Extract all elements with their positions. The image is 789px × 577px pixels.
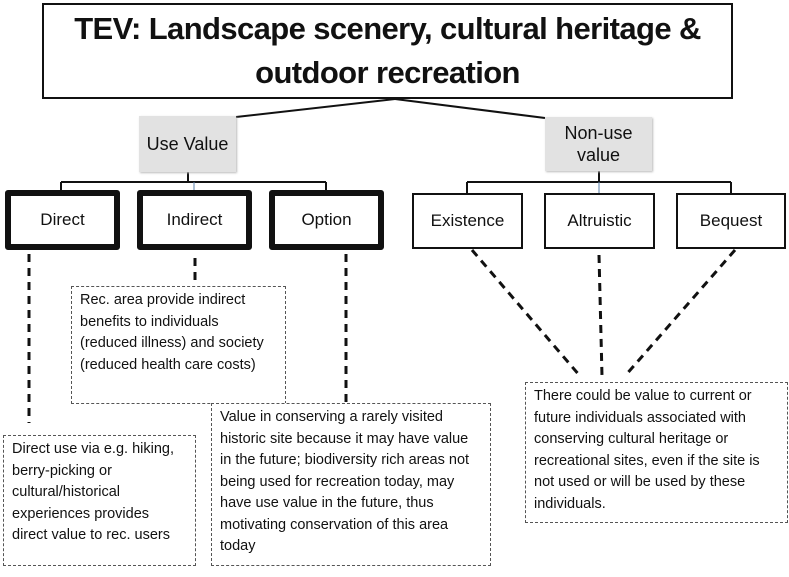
option-label: Option: [301, 210, 352, 229]
option-note-text: Value in conserving a rarely visited his…: [220, 409, 470, 554]
use-value-label: Use Value: [146, 134, 229, 154]
existence-box: Existence: [412, 193, 523, 249]
altruistic-label: Altruistic: [567, 211, 632, 230]
non-use-value-label: Non-use value: [564, 123, 633, 165]
diagram-title: TEV: Landscape scenery, cultural heritag…: [74, 11, 701, 90]
indirect-note: Rec. area provide indirect benefits to i…: [71, 286, 286, 404]
indirect-label: Indirect: [166, 210, 223, 229]
use-value-box: Use Value: [139, 116, 236, 172]
title-box: TEV: Landscape scenery, cultural heritag…: [42, 3, 733, 99]
bequest-label: Bequest: [699, 211, 763, 230]
option-box: Option: [269, 190, 384, 250]
direct-note-text: Direct use via e.g. hiking, berry-pickin…: [12, 441, 174, 543]
direct-note: Direct use via e.g. hiking, berry-pickin…: [3, 435, 196, 566]
indirect-box: Indirect: [137, 190, 252, 250]
direct-label: Direct: [40, 210, 85, 229]
non-use-value-box: Non-use value: [545, 117, 652, 171]
existence-label: Existence: [430, 211, 505, 230]
direct-box: Direct: [5, 190, 120, 250]
bequest-box: Bequest: [676, 193, 786, 249]
altruistic-box: Altruistic: [544, 193, 655, 249]
option-note: Value in conserving a rarely visited his…: [211, 403, 491, 566]
indirect-note-text: Rec. area provide indirect benefits to i…: [80, 292, 264, 373]
non-use-note-text: There could be value to current or futur…: [534, 388, 760, 512]
non-use-note: There could be value to current or futur…: [525, 382, 788, 523]
